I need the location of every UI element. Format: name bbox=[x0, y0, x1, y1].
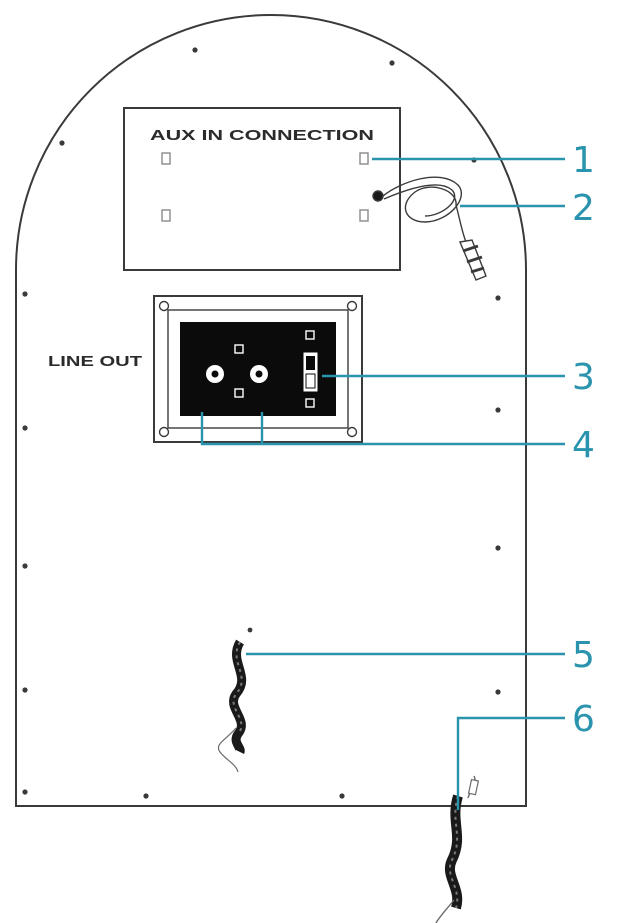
callout-leaders bbox=[200, 157, 565, 810]
internal-cable-5 bbox=[217, 627, 253, 773]
line-out-label: LINE OUT bbox=[48, 353, 142, 370]
callout-1: 1 bbox=[572, 140, 595, 181]
aux-cable bbox=[372, 176, 487, 281]
aux-in-label: AUX IN CONNECTION bbox=[150, 127, 374, 144]
callout-3: 3 bbox=[572, 357, 595, 398]
cabinet-screws bbox=[22, 47, 501, 799]
callout-6: 6 bbox=[572, 699, 595, 740]
aux-in-panel bbox=[123, 107, 401, 271]
leader-6 bbox=[456, 716, 565, 810]
power-cable-6 bbox=[435, 775, 480, 923]
callout-5: 5 bbox=[572, 635, 595, 676]
aux-in-panel-tabs bbox=[161, 152, 369, 222]
callout-2: 2 bbox=[572, 188, 595, 229]
leader-4 bbox=[200, 412, 565, 446]
callout-4: 4 bbox=[572, 425, 595, 466]
line-out-faceplate bbox=[180, 322, 336, 416]
